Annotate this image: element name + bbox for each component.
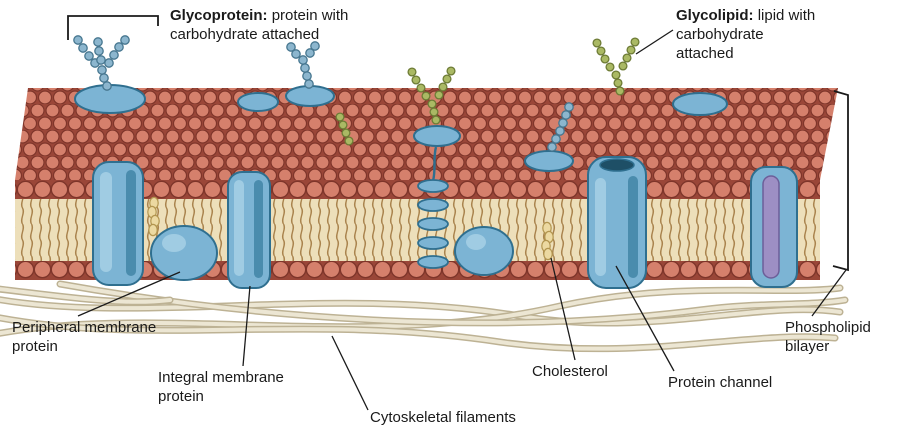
helix-protein <box>417 146 449 269</box>
glycolipid-desc: lipid with carbohydrate attached <box>676 7 816 63</box>
cytoskeletal-filament <box>0 314 839 353</box>
cytoskeletal-filaments <box>0 280 849 353</box>
integral-pointer-line <box>242 285 251 367</box>
cytoskeletal-filament <box>0 285 174 306</box>
cholesterol-cluster-1 <box>147 196 160 237</box>
glycolipid-chain-2 <box>592 37 640 96</box>
phospholipid-bilayer-label: Phospholipid bilayer <box>785 319 871 356</box>
glycoprotein-label: Glycoprotein: protein with carbohydrate … <box>170 6 380 44</box>
glycolipid-term: Glycolipid: <box>676 7 754 24</box>
glycoprotein-desc: protein with carbohydrate attached <box>170 7 349 44</box>
cholesterol-label: Cholesterol <box>532 363 608 380</box>
glycoprotein-term: Glycoprotein: <box>170 7 268 24</box>
protein-channel-pointer-line <box>615 265 675 372</box>
protein-dome <box>672 92 728 116</box>
cholesterol-pointer-line <box>550 257 576 361</box>
protein-dome <box>237 92 279 112</box>
protein-channel-2 <box>227 171 271 289</box>
bilayer-bracket <box>832 90 849 272</box>
protein-dome <box>285 85 335 107</box>
integral-protein-label: Integral membrane protein <box>158 369 284 406</box>
protein-dome <box>524 150 574 172</box>
cytoskeletal-filament <box>0 296 844 327</box>
protein-channel-3 <box>587 156 647 289</box>
cytoskeletal-pointer-line <box>331 335 369 411</box>
protein-dome <box>413 125 461 147</box>
peripheral-protein-label: Peripheral membrane protein <box>12 319 157 356</box>
protein-channel-4 <box>750 166 798 288</box>
protein-channel-1 <box>92 161 144 286</box>
glycoprotein-bracket <box>67 15 159 40</box>
cholesterol-cluster-2 <box>541 221 554 261</box>
peripheral-pointer-line <box>77 271 181 317</box>
membrane-protein-blob <box>454 226 514 276</box>
bilayer-pointer-line <box>811 269 847 317</box>
protein-channel-label: Protein channel <box>668 374 773 391</box>
glycoprotein-chain <box>73 35 130 91</box>
cytoskeletal-filaments-label: Cytoskeletal filaments <box>370 409 516 426</box>
cytoskeletal-filament <box>0 284 844 337</box>
glycolipid-pointer-line <box>635 29 674 55</box>
cytoskeletal-filament <box>56 280 849 327</box>
glycolipid-label: Glycolipid: lipid with carbohydrate atta… <box>676 6 824 64</box>
peripheral-membrane-protein <box>150 225 218 281</box>
glycoprotein-chain-2 <box>286 41 320 89</box>
